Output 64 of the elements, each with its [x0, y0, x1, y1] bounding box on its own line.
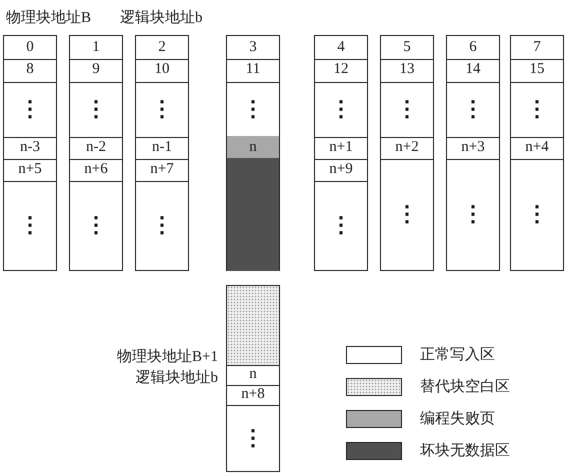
- block-column: [226, 35, 280, 271]
- page-cell: n: [227, 364, 279, 386]
- page-cell: 1: [70, 36, 122, 60]
- page-cell: 7: [511, 36, 563, 60]
- spare-area-cell: [227, 286, 279, 366]
- page-cell: n+7: [136, 158, 188, 182]
- ellipsis-cell: ⋮: [4, 81, 56, 138]
- ellipsis-cell: ⋮: [511, 158, 563, 270]
- ellipsis-cell: ⋮: [70, 81, 122, 138]
- page-cell: 4: [315, 36, 367, 60]
- page-cell: n+5: [4, 158, 56, 182]
- block-column: [446, 35, 500, 271]
- ellipsis-cell: ⋮: [315, 180, 367, 270]
- page-cell: 13: [381, 58, 433, 82]
- page-cell: n+1: [315, 136, 367, 160]
- page-cell: n+9: [315, 158, 367, 182]
- block-column: [69, 35, 123, 271]
- page-cell: 11: [227, 58, 279, 82]
- page-cell: n-1: [136, 136, 188, 160]
- block-column: [226, 285, 280, 472]
- page-cell: 6: [447, 36, 499, 60]
- ellipsis-cell: ⋮: [136, 180, 188, 270]
- page-cell: n+3: [447, 136, 499, 160]
- page-cell: 3: [227, 36, 279, 60]
- legend-label: 编程失败页: [420, 410, 495, 428]
- ellipsis-cell: ⋮: [381, 81, 433, 138]
- page-cell: n+4: [511, 136, 563, 160]
- ellipsis-cell: ⋮: [315, 81, 367, 138]
- page-cell: 2: [136, 36, 188, 60]
- page-cell: 5: [381, 36, 433, 60]
- ellipsis-cell: ⋮: [227, 404, 279, 472]
- ellipsis-cell: ⋮: [447, 158, 499, 270]
- address-label: 逻辑块地址b: [136, 368, 218, 387]
- page-cell: 14: [447, 58, 499, 82]
- bad-block-area: [227, 158, 279, 270]
- legend-label: 坏块无数据区: [420, 442, 510, 460]
- ellipsis-cell: ⋮: [4, 180, 56, 270]
- page-cell: n-3: [4, 136, 56, 160]
- page-cell: 10: [136, 58, 188, 82]
- block-column: [3, 35, 57, 271]
- legend-label: 正常写入区: [420, 346, 495, 364]
- ellipsis-cell: ⋮: [381, 158, 433, 270]
- page-cell: 12: [315, 58, 367, 82]
- page-cell: n+8: [227, 384, 279, 406]
- ellipsis-cell: ⋮: [136, 81, 188, 138]
- legend-label: 替代块空白区: [420, 378, 510, 396]
- page-cell: 8: [4, 58, 56, 82]
- page-cell: n: [227, 136, 279, 160]
- page-cell: n-2: [70, 136, 122, 160]
- page-cell: 9: [70, 58, 122, 82]
- page-cell: n+6: [70, 158, 122, 182]
- address-label: 逻辑块地址b: [120, 8, 202, 27]
- address-label: 物理块地址B+1: [117, 348, 218, 366]
- page-cell: n+2: [381, 136, 433, 160]
- page-cell: 15: [511, 58, 563, 82]
- address-label: 物理块地址B: [6, 8, 92, 27]
- ellipsis-cell: ⋮: [70, 180, 122, 270]
- ellipsis-cell: ⋮: [511, 81, 563, 138]
- block-column: [510, 35, 564, 271]
- ellipsis-cell: ⋮: [447, 81, 499, 138]
- block-column: [380, 35, 434, 271]
- page-cell: 0: [4, 36, 56, 60]
- block-column: [135, 35, 189, 271]
- block-column: [314, 35, 368, 271]
